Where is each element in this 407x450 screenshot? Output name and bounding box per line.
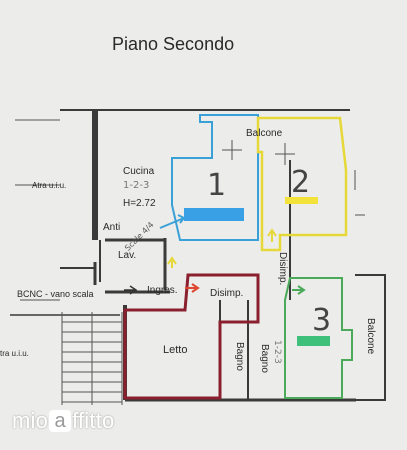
atra-uiu-bottom: tra u.i.u.: [0, 349, 29, 358]
staircase: [61, 312, 123, 405]
bcnc-label: BCNC - vano scala: [17, 289, 94, 299]
bagno-2-note: 1-2-3: [272, 340, 282, 364]
plan-title: Piano Secondo: [112, 34, 234, 54]
atra-uiu-top: Atra u.i.u.: [32, 181, 66, 190]
balcone-top-label: Balcone: [246, 128, 283, 139]
scale-note: Scale 4/4: [123, 220, 155, 252]
letto-label: Letto: [163, 344, 187, 356]
left-walls: [15, 119, 60, 301]
zone-1-outline: [171, 114, 259, 241]
anti-label: Anti: [103, 222, 120, 233]
ingresso-label: Ingres.: [147, 285, 178, 296]
zone-1-label: 1: [207, 168, 226, 203]
zone-2-outline: [256, 116, 348, 252]
disimp-vertical-label: Disimp.: [277, 252, 288, 285]
letto-outline: [123, 273, 260, 400]
door-marks: [222, 140, 365, 216]
cucina-note: 1-2-3: [123, 180, 149, 191]
logo-part-mio: mio: [12, 408, 49, 433]
walls: [10, 109, 386, 402]
arrows: [124, 214, 306, 295]
zone-3-marker: [297, 336, 330, 346]
bagno-1-label: Bagno: [234, 342, 245, 371]
logo-a-icon: a: [49, 410, 72, 432]
bagno-2-label: Bagno: [259, 344, 270, 373]
zone-3-outline: [284, 277, 353, 399]
balcone-right-label: Balcone: [365, 318, 376, 355]
lav-label: Lav.: [118, 250, 136, 261]
watermark-logo: mio a ffitto: [12, 404, 114, 438]
zone-1-marker: [184, 208, 244, 221]
zone-3-label: 3: [312, 303, 331, 338]
disimp-label: Disimp.: [210, 288, 243, 299]
height-label: H=2.72: [123, 198, 156, 209]
zone-2-marker: [285, 197, 318, 204]
cucina-label: Cucina: [123, 166, 155, 177]
zone-2-label: 2: [291, 165, 310, 200]
logo-part-ffitto: ffitto: [72, 408, 115, 433]
